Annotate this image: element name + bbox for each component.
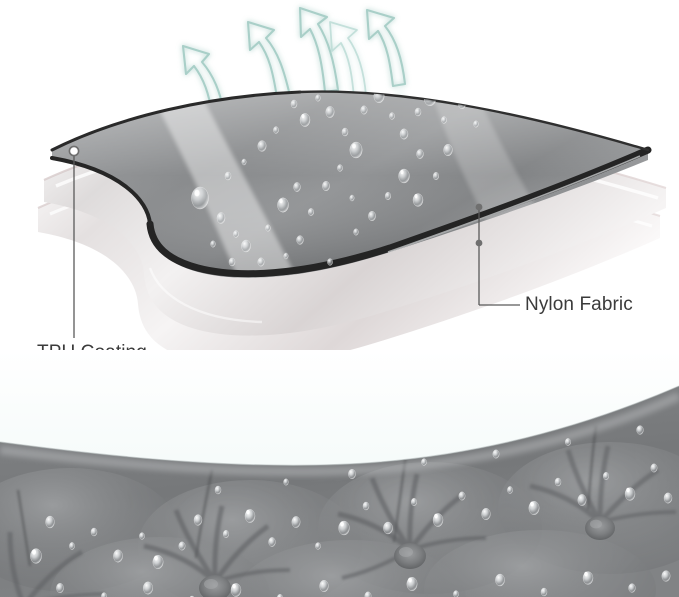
- layer-tpu-coating: [50, 90, 652, 278]
- callout-label-nylon-fabric: Nylon Fabric: [525, 294, 633, 315]
- callout-nylon-fabric: [475, 203, 520, 306]
- nylon-marker-icon-upper: [475, 203, 483, 211]
- fabric-layer-diagram: TPU Coating Nylon Fabric: [37, 6, 667, 366]
- photo-canvas: [0, 350, 679, 597]
- vapor-arrow-2: [246, 20, 292, 100]
- vapor-arrows-group: [181, 6, 407, 116]
- vapor-arrow-4: [365, 8, 407, 88]
- photo-water-droplets: [30, 425, 673, 597]
- callout-tpu-coating: [68, 145, 80, 338]
- tpu-marker-icon: [68, 145, 80, 157]
- vapor-arrow-5: [329, 21, 367, 99]
- vapor-arrow-1: [181, 44, 226, 116]
- diagram-canvas: [37, 6, 667, 366]
- vapor-arrow-3: [298, 6, 340, 94]
- tufted-mattress-photo: [0, 350, 679, 597]
- nylon-marker-icon-lower: [475, 239, 483, 247]
